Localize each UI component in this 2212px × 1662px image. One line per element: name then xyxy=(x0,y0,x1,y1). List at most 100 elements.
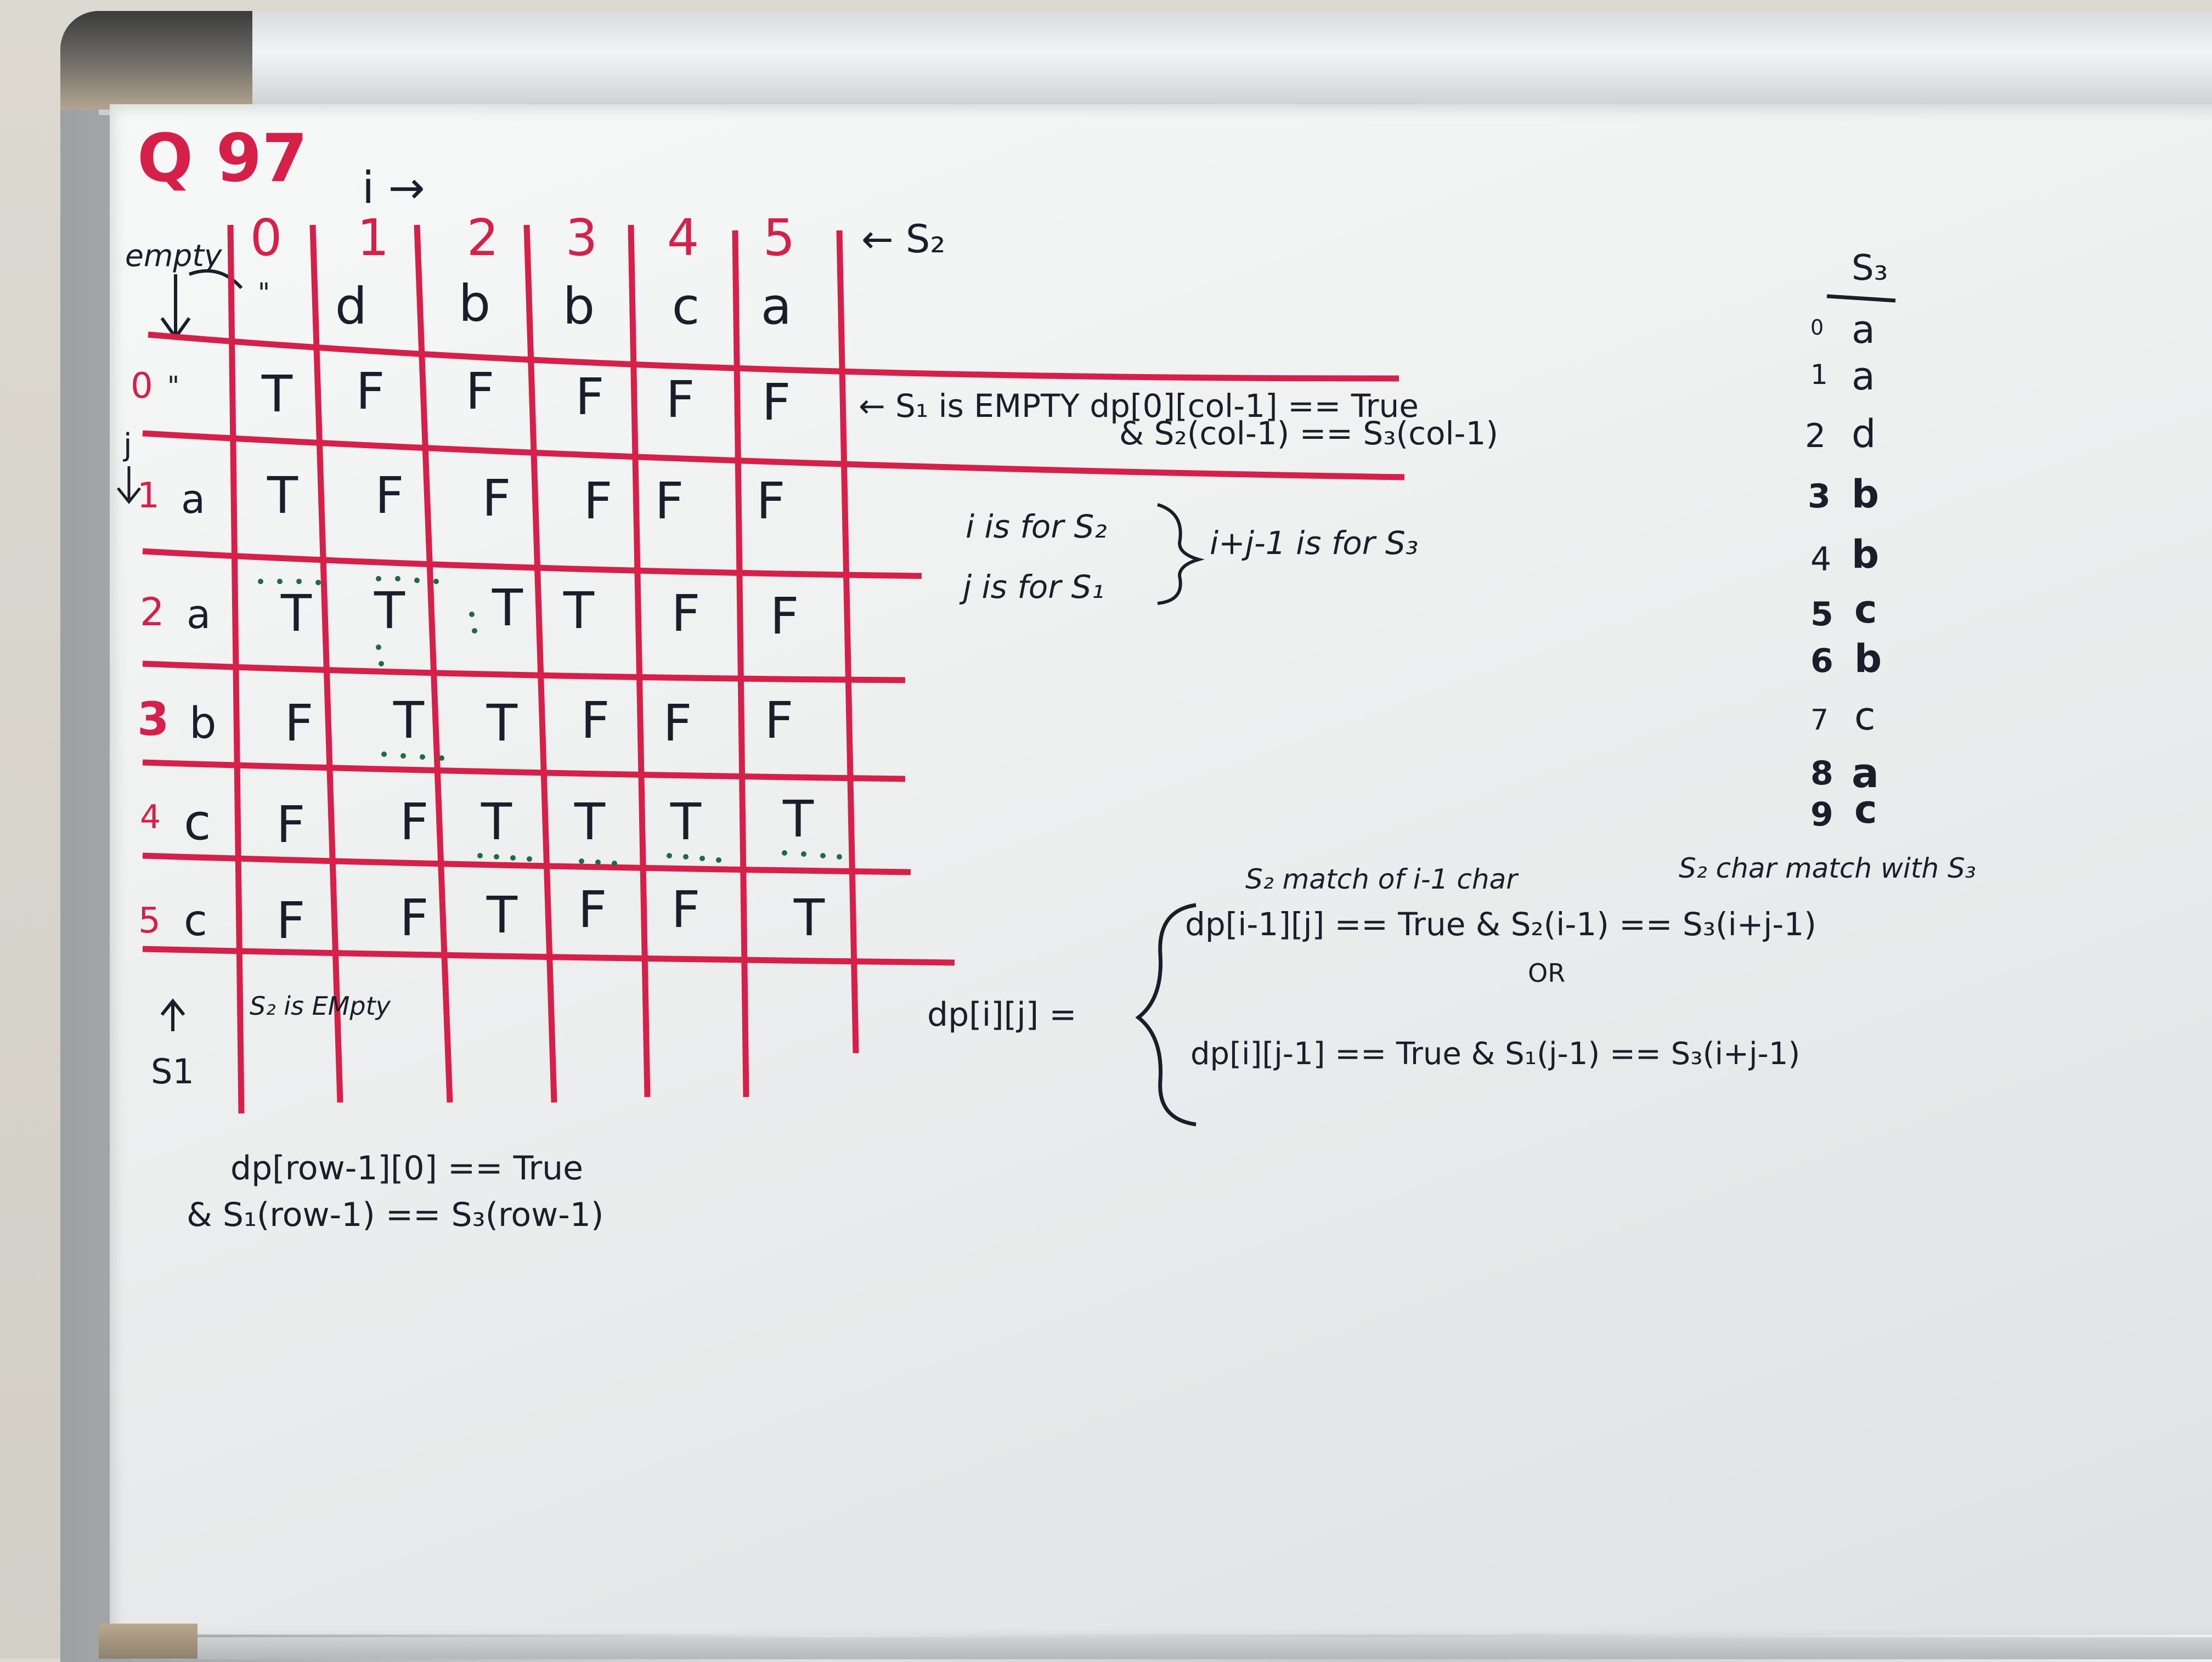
row-index-1: 1 xyxy=(137,476,160,516)
cell-1-4: F xyxy=(655,472,684,530)
marker-tray xyxy=(132,1637,2212,1659)
column-index-row: 0 1 2 3 4 5 xyxy=(250,208,795,267)
cell-5-4: F xyxy=(672,880,701,939)
grid-vline-0 xyxy=(227,224,245,1114)
col-char-4: c xyxy=(672,277,700,336)
grid-vline-6 xyxy=(836,230,859,1054)
j-axis-label: j xyxy=(122,427,132,463)
s3-idx-0: 0 xyxy=(1810,315,1824,340)
cell-1-1: F xyxy=(375,466,404,525)
i-meaning-note: i is for S₂ xyxy=(966,508,1107,545)
col-char-1: d xyxy=(335,277,367,336)
cell-3-1: T xyxy=(393,691,425,750)
s3-idx-1: 1 xyxy=(1810,359,1828,391)
cell-2-3: T xyxy=(563,581,595,640)
cell-4-0: F xyxy=(276,795,306,854)
cell-5-5: T xyxy=(793,889,825,947)
s3-idx-6: 6 xyxy=(1810,642,1833,680)
s1-axis-label: S1 xyxy=(151,1052,194,1092)
empty-string-marker: " xyxy=(258,278,270,308)
grid-hline-4 xyxy=(142,759,906,782)
cell-3-5: F xyxy=(765,691,794,750)
col-char-2: b xyxy=(459,274,490,333)
row-index-4: 4 xyxy=(140,798,161,836)
green-dot-highlights xyxy=(258,576,842,866)
cell-1-2: F xyxy=(482,469,511,528)
col-index-2: 2 xyxy=(467,208,499,267)
col0-note-line1: dp[row-1][0] == True xyxy=(230,1149,583,1188)
col-index-0: 0 xyxy=(250,208,283,267)
grid-hline-2 xyxy=(142,548,922,579)
s3-char-4: b xyxy=(1852,532,1879,577)
recurrence-note-2: S₂ char match with S₃ xyxy=(1679,852,1976,884)
row-char-1: a xyxy=(181,476,205,522)
s3-char-5: c xyxy=(1854,587,1877,632)
grid-hline-6 xyxy=(142,946,955,966)
cell-0-0: T xyxy=(261,365,293,423)
s3-char-7: c xyxy=(1854,694,1876,739)
i-arrow-label: i → xyxy=(362,162,425,213)
grid-vline-2 xyxy=(414,224,453,1103)
row-index-2: 2 xyxy=(140,590,165,635)
cell-2-4: F xyxy=(672,584,701,643)
row-index-3: 3 xyxy=(137,692,169,746)
s3-header-underline xyxy=(1826,294,1896,303)
s3-char-0: a xyxy=(1852,307,1875,352)
col-char-5: a xyxy=(761,277,792,336)
s3-header: S₃ xyxy=(1852,248,1888,289)
cell-0-4: F xyxy=(666,370,695,429)
cell-4-1: F xyxy=(400,793,429,851)
s3-char-8: a xyxy=(1852,750,1879,797)
grid-vline-3 xyxy=(523,224,557,1103)
empty-label: empty xyxy=(125,238,223,273)
cell-4-2: T xyxy=(481,793,512,851)
grid-vline-1 xyxy=(309,224,343,1103)
recurrence-case-2: dp[i][j-1] == True & S₁(j-1) == S₃(i+j-1… xyxy=(1190,1036,1800,1072)
dp-table-cells: T F F F F F T F F F F F T T T T F F F T … xyxy=(261,362,825,950)
frame-corner-cap xyxy=(60,11,252,110)
s3-idx-2: 2 xyxy=(1805,417,1826,455)
row-header-column: 0 " 1 a 2 a 3 b 4 c 5 c xyxy=(131,366,217,946)
cell-0-5: F xyxy=(762,373,791,432)
s3-idx-7: 7 xyxy=(1810,704,1829,737)
row-char-2: a xyxy=(187,591,211,637)
s3-index-note: i+j-1 is for S₃ xyxy=(1210,524,1418,562)
j-down-arrow xyxy=(117,466,141,505)
recurrence-or: OR xyxy=(1528,958,1565,988)
cell-1-5: F xyxy=(757,472,786,530)
column-char-row: d b b c a xyxy=(335,274,792,336)
cell-5-0: F xyxy=(276,891,306,950)
grid-vline-5 xyxy=(732,230,749,1098)
col0-note-line2: & S₁(row-1) == S₃(row-1) xyxy=(187,1196,603,1234)
cell-2-5: F xyxy=(770,587,799,646)
row-char-0: " xyxy=(167,371,179,402)
s3-char-2: d xyxy=(1852,411,1876,456)
s2-axis-label: ← S₂ xyxy=(861,217,945,262)
col-index-1: 1 xyxy=(357,208,390,267)
row0-note-line2: & S₂(col-1) == S₃(col-1) xyxy=(1119,415,1498,452)
row-char-4: c xyxy=(184,794,211,851)
cell-1-3: F xyxy=(584,472,613,530)
cell-5-3: F xyxy=(578,880,607,939)
whiteboard-surface xyxy=(110,104,2212,1635)
cell-2-1: T xyxy=(374,581,405,640)
s3-idx-3: 3 xyxy=(1808,477,1831,516)
s3-idx-9: 9 xyxy=(1810,795,1833,834)
s3-idx-8: 8 xyxy=(1810,754,1833,793)
empty-down-arrow xyxy=(160,274,191,341)
grid-vline-4 xyxy=(628,224,651,1098)
problem-title: Q 97 xyxy=(137,121,308,197)
cell-5-1: F xyxy=(400,889,429,947)
s3-list: 0 a 1 a 2 d 3 b 4 b 5 c 6 b 7 c 8 a 9 c xyxy=(1805,307,1882,834)
row-index-0: 0 xyxy=(131,366,153,406)
cell-0-3: F xyxy=(575,368,605,426)
j-meaning-note: j is for S₁ xyxy=(959,568,1104,606)
row-char-5: c xyxy=(184,896,207,946)
cell-4-3: T xyxy=(574,793,606,851)
grid-hline-5 xyxy=(142,852,911,875)
cell-3-2: T xyxy=(486,694,518,753)
cell-1-0: T xyxy=(267,466,298,525)
cell-4-4: T xyxy=(670,793,702,851)
cell-2-2: T xyxy=(492,579,523,637)
